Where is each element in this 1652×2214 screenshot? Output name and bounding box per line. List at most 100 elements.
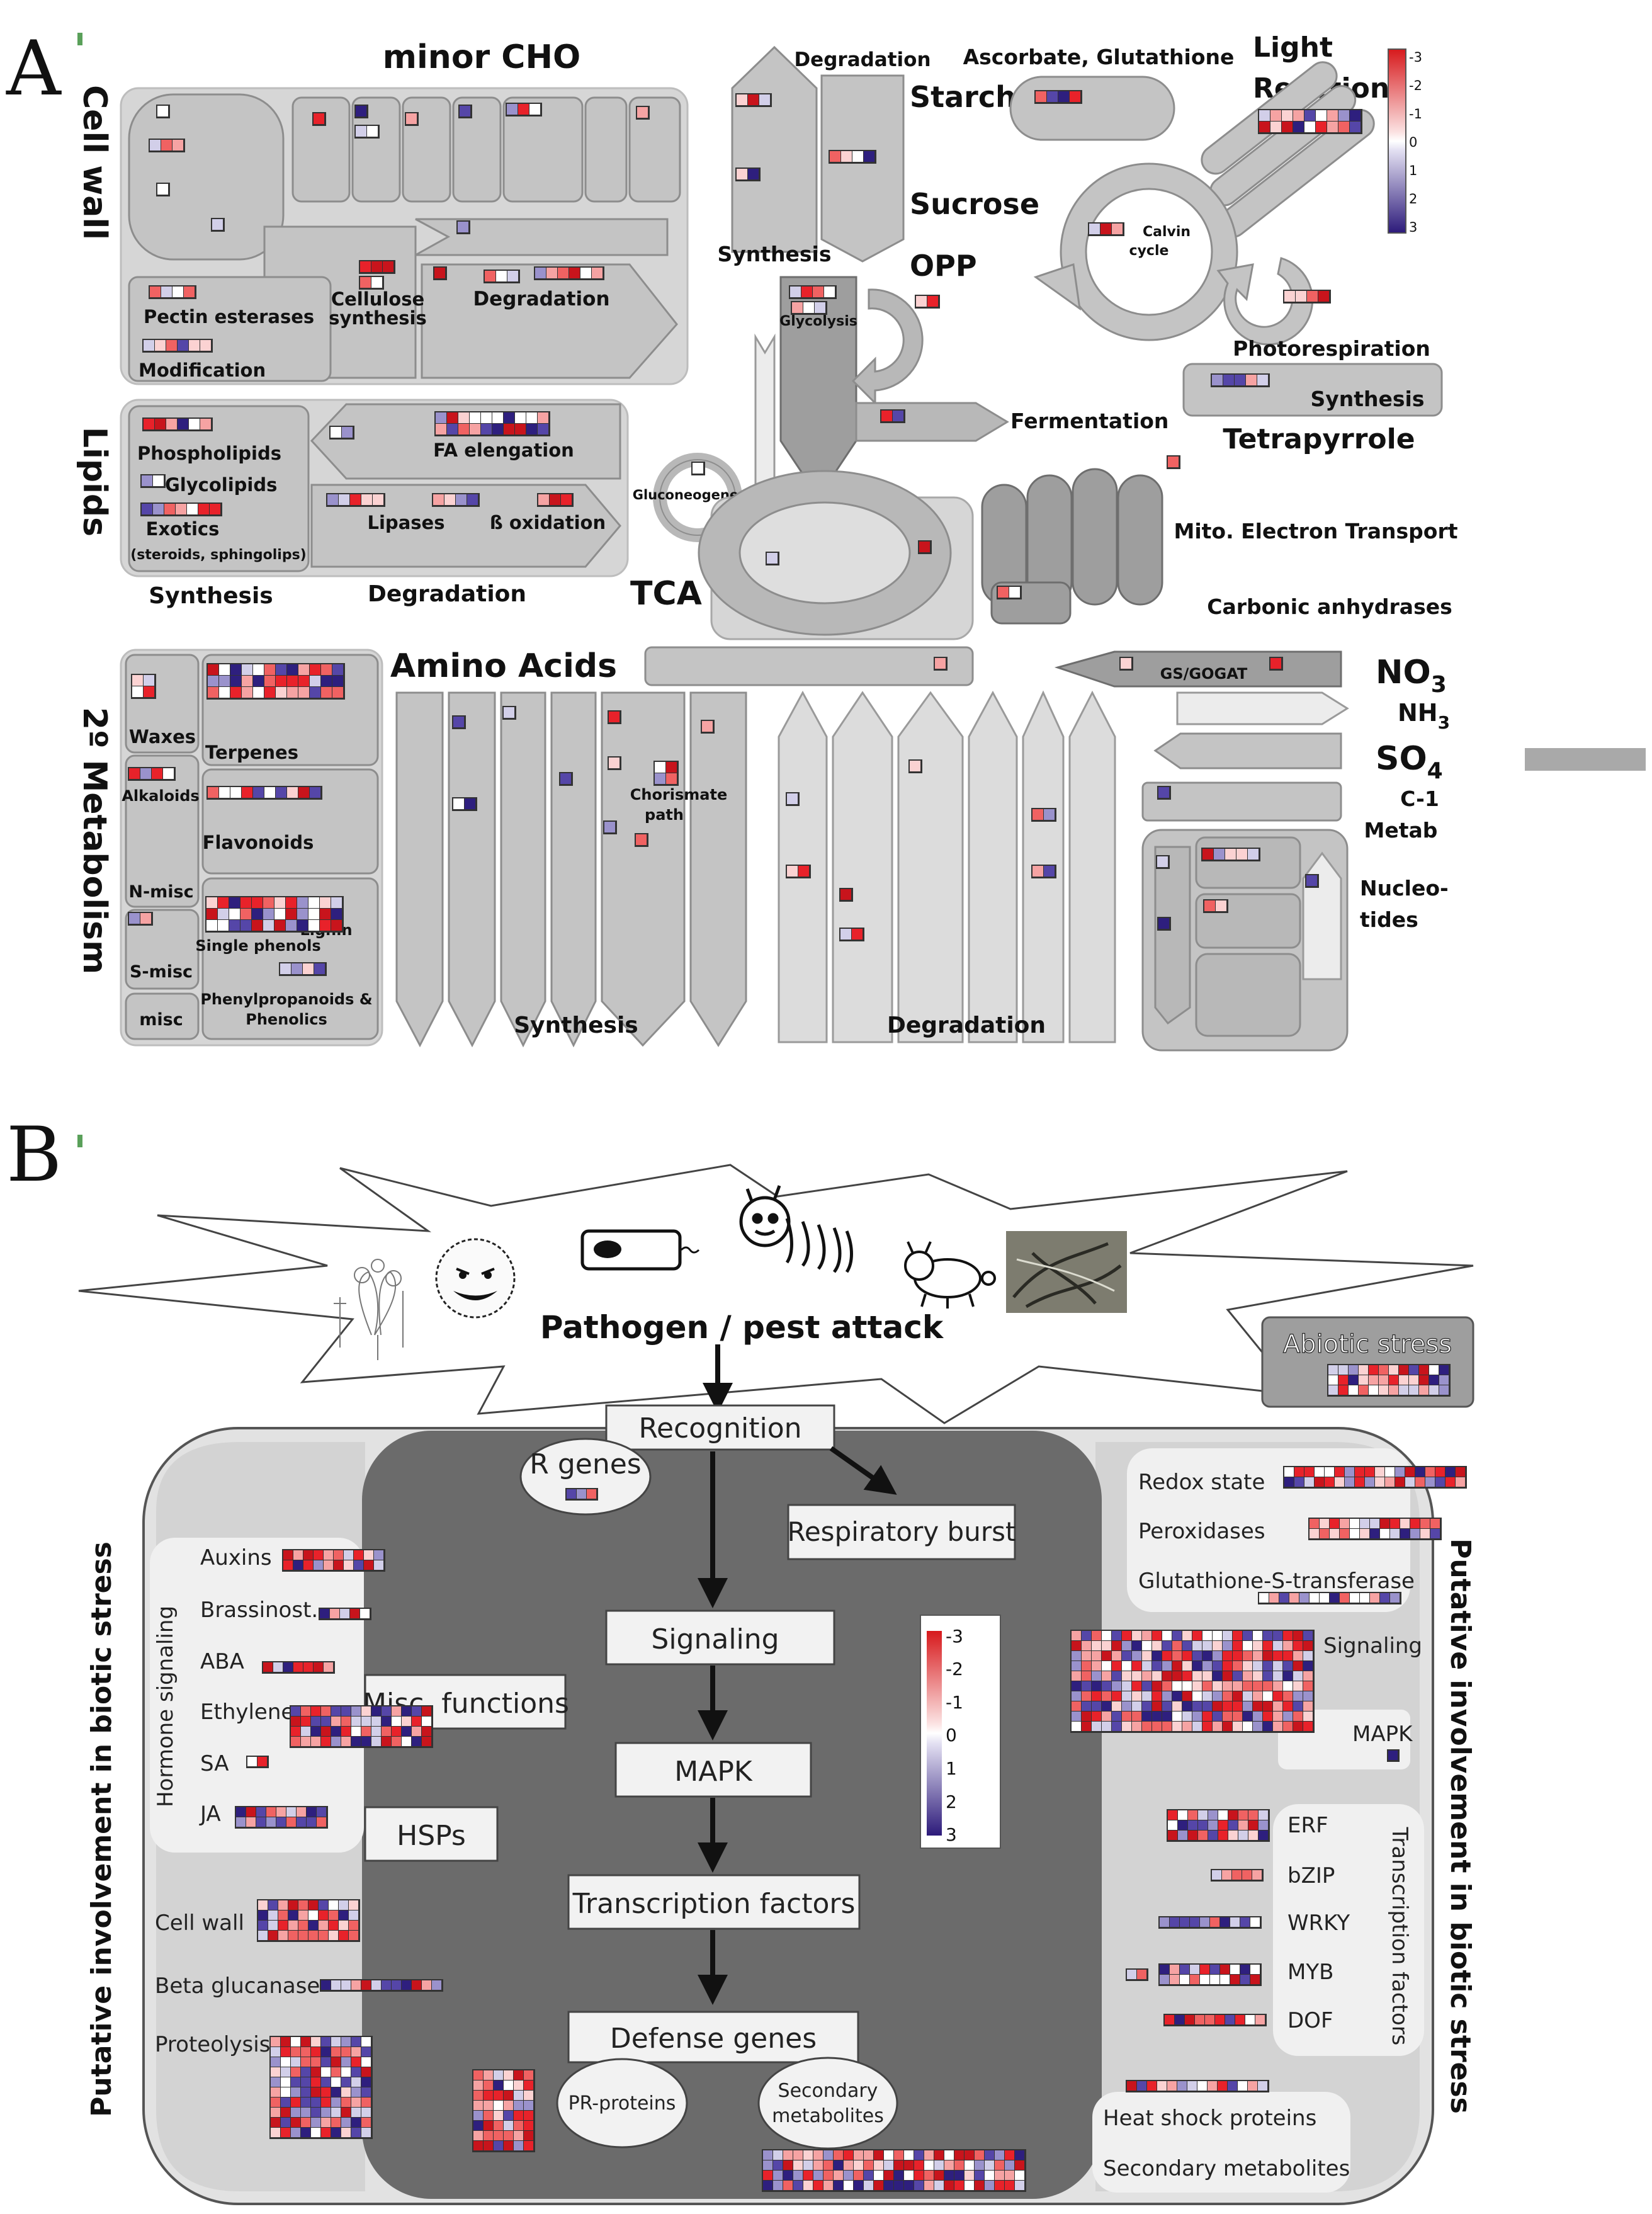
expression-cell bbox=[219, 676, 230, 686]
expression-cell bbox=[1170, 1975, 1179, 1984]
expression-cell bbox=[1253, 1671, 1262, 1681]
expression-cell bbox=[1430, 1519, 1440, 1528]
expression-cell bbox=[538, 412, 548, 423]
expression-cell bbox=[1409, 1385, 1418, 1395]
expression-cell bbox=[422, 1980, 431, 1990]
expression-cell bbox=[1327, 110, 1338, 121]
expression-block bbox=[1167, 1809, 1270, 1842]
expression-cell bbox=[1338, 1375, 1348, 1385]
expression-cell bbox=[321, 687, 332, 698]
expression-cell bbox=[1188, 1820, 1197, 1830]
expression-cell bbox=[286, 897, 297, 908]
expression-cell bbox=[1375, 1467, 1384, 1477]
expression-cell bbox=[1233, 1681, 1242, 1691]
expression-cell bbox=[793, 2150, 803, 2160]
expression-cell bbox=[311, 2057, 320, 2067]
left-beta-glucanase: Beta glucanase bbox=[155, 1973, 320, 1999]
expression-cell bbox=[1359, 1385, 1368, 1395]
expression-cell bbox=[274, 920, 285, 931]
expression-cell bbox=[1349, 1375, 1358, 1385]
expression-cell bbox=[1112, 1661, 1121, 1671]
expression-cell bbox=[484, 2091, 493, 2100]
expression-cell bbox=[787, 866, 798, 877]
expression-cell bbox=[1445, 1467, 1455, 1477]
panel-b: B bbox=[6, 1111, 1476, 2205]
expression-cell bbox=[1243, 1722, 1252, 1731]
expression-cell bbox=[1303, 1691, 1313, 1701]
expression-cell bbox=[1425, 1477, 1435, 1487]
expression-cell bbox=[331, 897, 342, 908]
expression-cell bbox=[1304, 1477, 1314, 1487]
expression-cell bbox=[767, 553, 778, 564]
legend-b-tick: -3 bbox=[946, 1626, 963, 1647]
legend-b-tick: 2 bbox=[946, 1791, 957, 1812]
expression-cell bbox=[526, 424, 537, 434]
expression-cell bbox=[298, 1931, 308, 1940]
expression-block bbox=[1157, 786, 1171, 800]
expression-cell bbox=[291, 1737, 300, 1746]
expression-cell bbox=[1223, 1722, 1232, 1731]
expression-block bbox=[359, 260, 395, 274]
cellulose-synthesis-label: synthesis bbox=[329, 307, 426, 329]
expression-cell bbox=[1158, 918, 1169, 929]
expression-block bbox=[140, 474, 166, 488]
expression-cell bbox=[1338, 122, 1349, 132]
expression-cell bbox=[1213, 1671, 1222, 1681]
expression-cell bbox=[341, 1737, 351, 1746]
expression-block bbox=[636, 106, 650, 120]
expression-block bbox=[1126, 1968, 1148, 1981]
expression-block bbox=[269, 2036, 373, 2139]
expression-cell bbox=[1204, 900, 1215, 911]
expression-cell bbox=[200, 419, 211, 429]
expression-cell bbox=[666, 762, 677, 773]
expression-cell bbox=[212, 219, 223, 230]
expression-cell bbox=[1182, 1671, 1192, 1681]
legend-a-tick: 3 bbox=[1409, 220, 1417, 235]
expression-cell bbox=[1303, 1631, 1313, 1640]
expression-cell bbox=[236, 1807, 246, 1817]
expression-cell bbox=[331, 1706, 341, 1716]
expression-cell bbox=[1122, 1651, 1131, 1660]
expression-cell bbox=[636, 834, 647, 845]
aa-degradation-label: Degradation bbox=[887, 1013, 1046, 1038]
expression-cell bbox=[1248, 849, 1259, 860]
expression-cell bbox=[444, 494, 455, 505]
expression-cell bbox=[1430, 1529, 1440, 1538]
expression-cell bbox=[256, 1817, 266, 1827]
expression-cell bbox=[504, 412, 514, 423]
expression-cell bbox=[1082, 1701, 1091, 1711]
expression-block bbox=[354, 105, 368, 118]
expression-cell bbox=[331, 2087, 341, 2097]
expression-cell bbox=[1419, 1375, 1429, 1385]
expression-cell bbox=[1293, 110, 1304, 121]
expression-cell bbox=[1223, 1631, 1232, 1640]
expression-cell bbox=[1253, 1691, 1262, 1701]
expression-cell bbox=[514, 2121, 523, 2130]
expression-cell bbox=[844, 2171, 853, 2180]
expression-cell bbox=[157, 184, 168, 195]
expression-block bbox=[128, 767, 176, 781]
expression-cell bbox=[1306, 875, 1317, 886]
expression-cell bbox=[538, 424, 548, 434]
expression-block bbox=[282, 1549, 385, 1572]
expression-cell bbox=[1132, 1722, 1141, 1731]
waxes-label: Waxes bbox=[129, 726, 196, 747]
expression-cell bbox=[1036, 91, 1046, 102]
expression-cell bbox=[1263, 1681, 1272, 1691]
expression-cell bbox=[1273, 1651, 1282, 1660]
expression-cell bbox=[1369, 1375, 1378, 1385]
expression-cell bbox=[803, 302, 814, 313]
expression-cell bbox=[526, 412, 537, 423]
secondary-metabolism-group: 2º Metabolism Waxes Terpenes Alkaloids F… bbox=[76, 649, 383, 1047]
expression-block bbox=[1327, 1364, 1451, 1397]
expression-cell bbox=[1218, 2081, 1227, 2091]
calvin-label: Calvin bbox=[1143, 224, 1191, 240]
expression-block bbox=[1211, 373, 1270, 387]
expression-cell bbox=[1293, 1691, 1303, 1701]
expression-cell bbox=[965, 2171, 974, 2180]
expression-cell bbox=[1375, 1477, 1384, 1487]
expression-cell bbox=[1316, 122, 1327, 132]
expression-cell bbox=[1015, 2181, 1024, 2190]
expression-block bbox=[701, 720, 715, 734]
expression-cell bbox=[258, 1900, 268, 1910]
